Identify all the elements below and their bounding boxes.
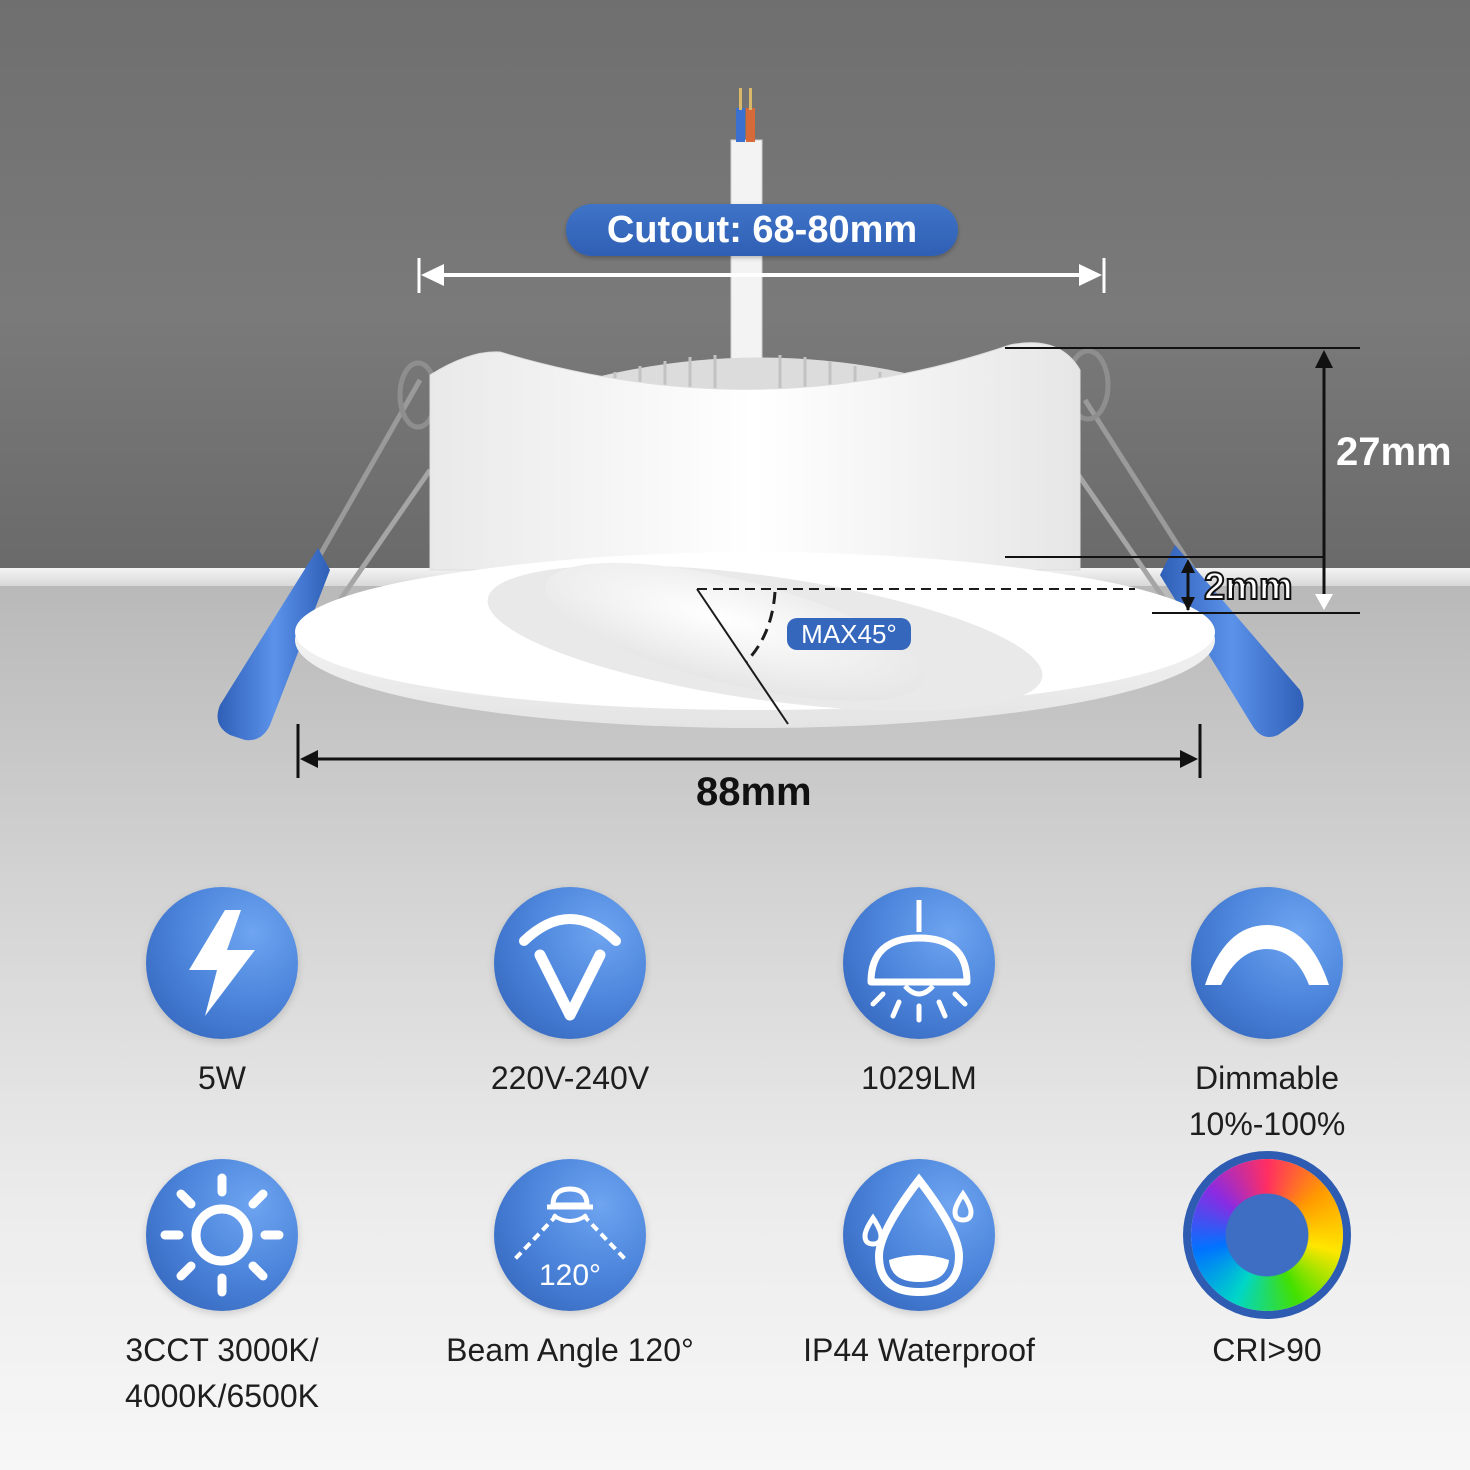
beam-angle-icon: 120° [494, 1159, 646, 1311]
feature-voltage: 220V-240V [420, 887, 720, 1101]
height-label: 27mm [1336, 430, 1452, 474]
cutout-label: Cutout: 68-80mm [566, 204, 958, 256]
feature-cct-line1: 3CCT 3000K/ [125, 1332, 319, 1368]
tilt-angle-marker [696, 588, 1135, 725]
lightning-bolt-icon [146, 887, 298, 1039]
feature-dimmable-label: Dimmable 10%-100% [1117, 1055, 1417, 1147]
feature-waterproof: IP44 Waterproof [769, 1159, 1069, 1373]
cutout-dimension-arrow [417, 258, 1106, 293]
feature-cri-label: CRI>90 [1212, 1332, 1322, 1368]
water-drop-icon [843, 1159, 995, 1311]
feature-beam-angle-label: Beam Angle 120° [446, 1332, 694, 1368]
feature-cct-line2: 4000K/6500K [125, 1378, 319, 1414]
feature-cri: CRI>90 [1117, 1159, 1417, 1373]
color-ring-icon [1191, 1159, 1343, 1311]
feature-dimmable-line2: 10%-100% [1188, 1106, 1346, 1142]
power-cable [730, 88, 763, 381]
feature-lumen-label: 1029LM [861, 1060, 977, 1096]
feature-cct: 3CCT 3000K/ 4000K/6500K [72, 1159, 372, 1419]
diameter-label: 88mm [696, 770, 812, 814]
downlight-illustration [217, 88, 1360, 778]
tilt-angle-label: MAX45° [787, 618, 911, 650]
height-dimension-arrow [1005, 347, 1360, 614]
feature-power: 5W [72, 887, 372, 1101]
feature-dimmable-line1: Dimmable [1194, 1060, 1340, 1096]
feature-waterproof-label: IP44 Waterproof [803, 1332, 1035, 1368]
feature-beam-angle: 120° Beam Angle 120° [420, 1159, 720, 1373]
pendant-lamp-icon [843, 887, 995, 1039]
voltage-v-icon [494, 887, 646, 1039]
diameter-dimension-arrow [296, 724, 1202, 778]
dimmer-arc-icon [1191, 887, 1343, 1039]
sun-icon [146, 1159, 298, 1311]
feature-lumen: 1029LM [769, 887, 1069, 1101]
feature-cct-label: 3CCT 3000K/ 4000K/6500K [72, 1327, 372, 1419]
spring-clip-left [217, 360, 439, 741]
feature-voltage-label: 220V-240V [490, 1060, 650, 1096]
tilting-lens [545, 562, 925, 702]
feature-power-label: 5W [198, 1060, 246, 1096]
feature-dimmable: Dimmable 10%-100% [1117, 887, 1417, 1147]
flange-thickness-label: 2mm [1203, 565, 1294, 609]
beam-angle-icon-text: 120° [539, 1259, 601, 1292]
